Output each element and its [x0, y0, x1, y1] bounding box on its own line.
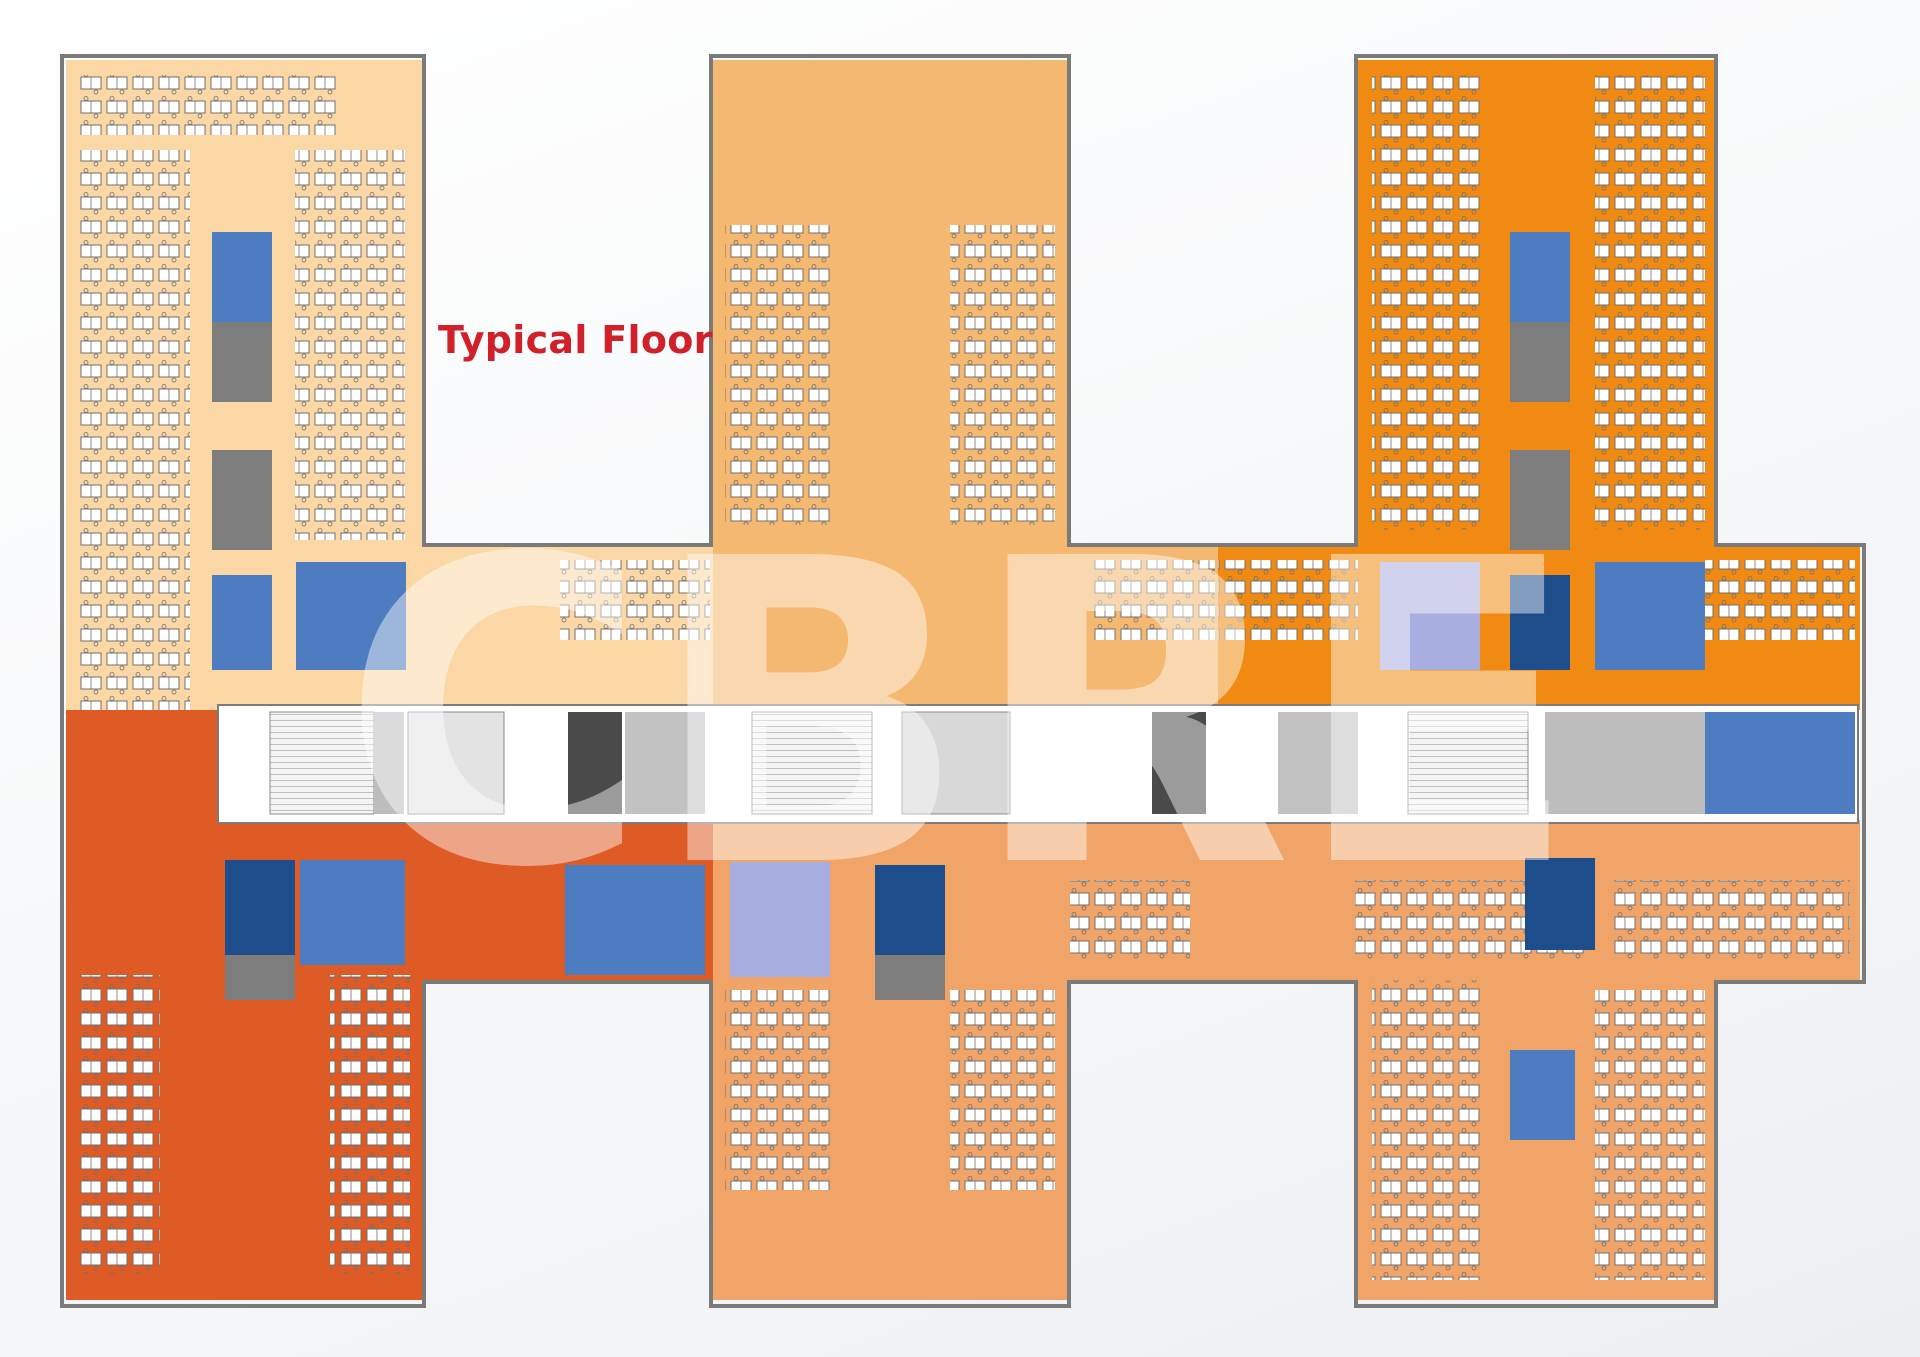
stair-centre	[751, 711, 873, 815]
meeting-room-west-south	[300, 860, 405, 965]
central-core	[217, 704, 1859, 824]
outer-walls	[60, 54, 1866, 1308]
meeting-room-east-south-navy	[1525, 858, 1595, 950]
meeting-rooms	[212, 232, 1705, 1140]
meeting-room-central-south	[565, 865, 705, 975]
toilets-centre	[901, 711, 1011, 815]
meeting-room-east-south-round	[1510, 1050, 1575, 1140]
watermark: CBRE	[341, 471, 1580, 960]
meeting-room-core-east	[1705, 712, 1855, 814]
lift-lobby-east-north-a	[1510, 232, 1570, 322]
lift-east	[1152, 712, 1206, 814]
lift-lobby-west-north-b	[212, 575, 272, 670]
page-title: Typical Floor	[438, 318, 713, 362]
meeting-room-east-lavender	[1380, 562, 1480, 670]
meeting-room-central-navy	[875, 865, 945, 955]
meeting-room-central-lavender	[730, 862, 830, 977]
meeting-room-west-south-navy	[225, 860, 295, 955]
toilets-west	[407, 711, 505, 815]
meeting-room-east-north	[1595, 562, 1705, 670]
meeting-room-west-north	[296, 562, 406, 670]
lift-lobby-east-north-b	[1510, 575, 1570, 670]
lift-west	[568, 712, 622, 814]
lift-lobby-west-north-a	[212, 232, 272, 322]
stair-west	[269, 711, 375, 815]
workstation-clusters	[80, 75, 1855, 1280]
stair-east	[1407, 711, 1529, 815]
